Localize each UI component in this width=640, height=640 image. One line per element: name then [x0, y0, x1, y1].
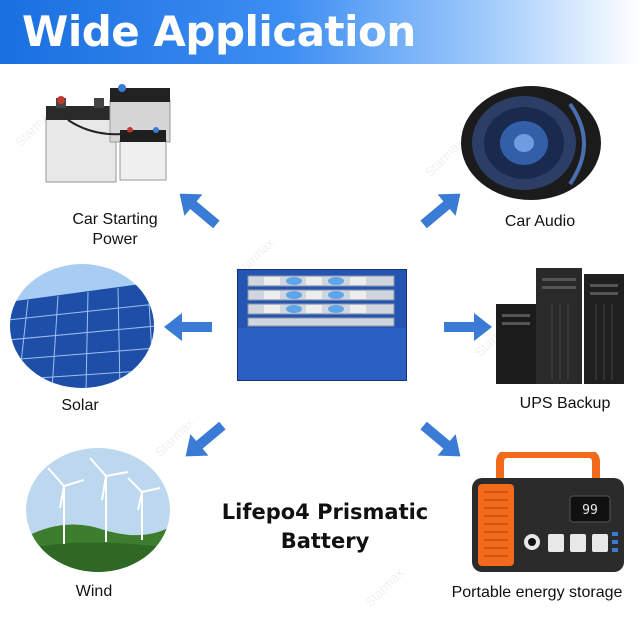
power-station-display: 99: [582, 503, 598, 518]
arrow-up-left-icon: [179, 193, 220, 229]
solar-panel-image: [10, 264, 154, 388]
car-battery-image: [45, 84, 171, 183]
car-starting-label: Car Starting Power: [50, 210, 180, 250]
page-title: Wide Application: [22, 7, 416, 56]
solar-label: Solar: [61, 397, 99, 414]
portable-energy-storage-label: Portable energy storage: [451, 584, 623, 601]
car-starting-label-line2: Power: [92, 231, 138, 248]
watermark: Starmax: [361, 565, 407, 610]
header-banner: Wide Application: [0, 0, 640, 64]
product-title-line1: Lifepo4 Prismatic: [221, 500, 429, 524]
arrow-up-right-icon: [420, 193, 461, 229]
car-starting-label-line1: Car Starting: [72, 211, 158, 228]
arrow-down-right-icon: [420, 421, 461, 457]
product-title-line2: Battery: [280, 529, 370, 553]
lifepo4-battery-pack-image: [237, 269, 407, 381]
ups-server-image: [496, 268, 624, 384]
car-audio-speaker-image: [461, 86, 601, 200]
ups-backup-label: UPS Backup: [519, 395, 611, 412]
arrow-down-left-icon: [185, 421, 226, 457]
arrow-left-icon: [164, 313, 212, 341]
wind-label: Wind: [75, 583, 113, 600]
portable-power-station-image: 99: [472, 452, 624, 572]
wind-turbine-image: [26, 448, 170, 572]
car-audio-label: Car Audio: [504, 213, 576, 230]
product-title: Lifepo4 Prismatic Battery: [205, 498, 445, 556]
arrow-right-icon: [444, 313, 492, 341]
